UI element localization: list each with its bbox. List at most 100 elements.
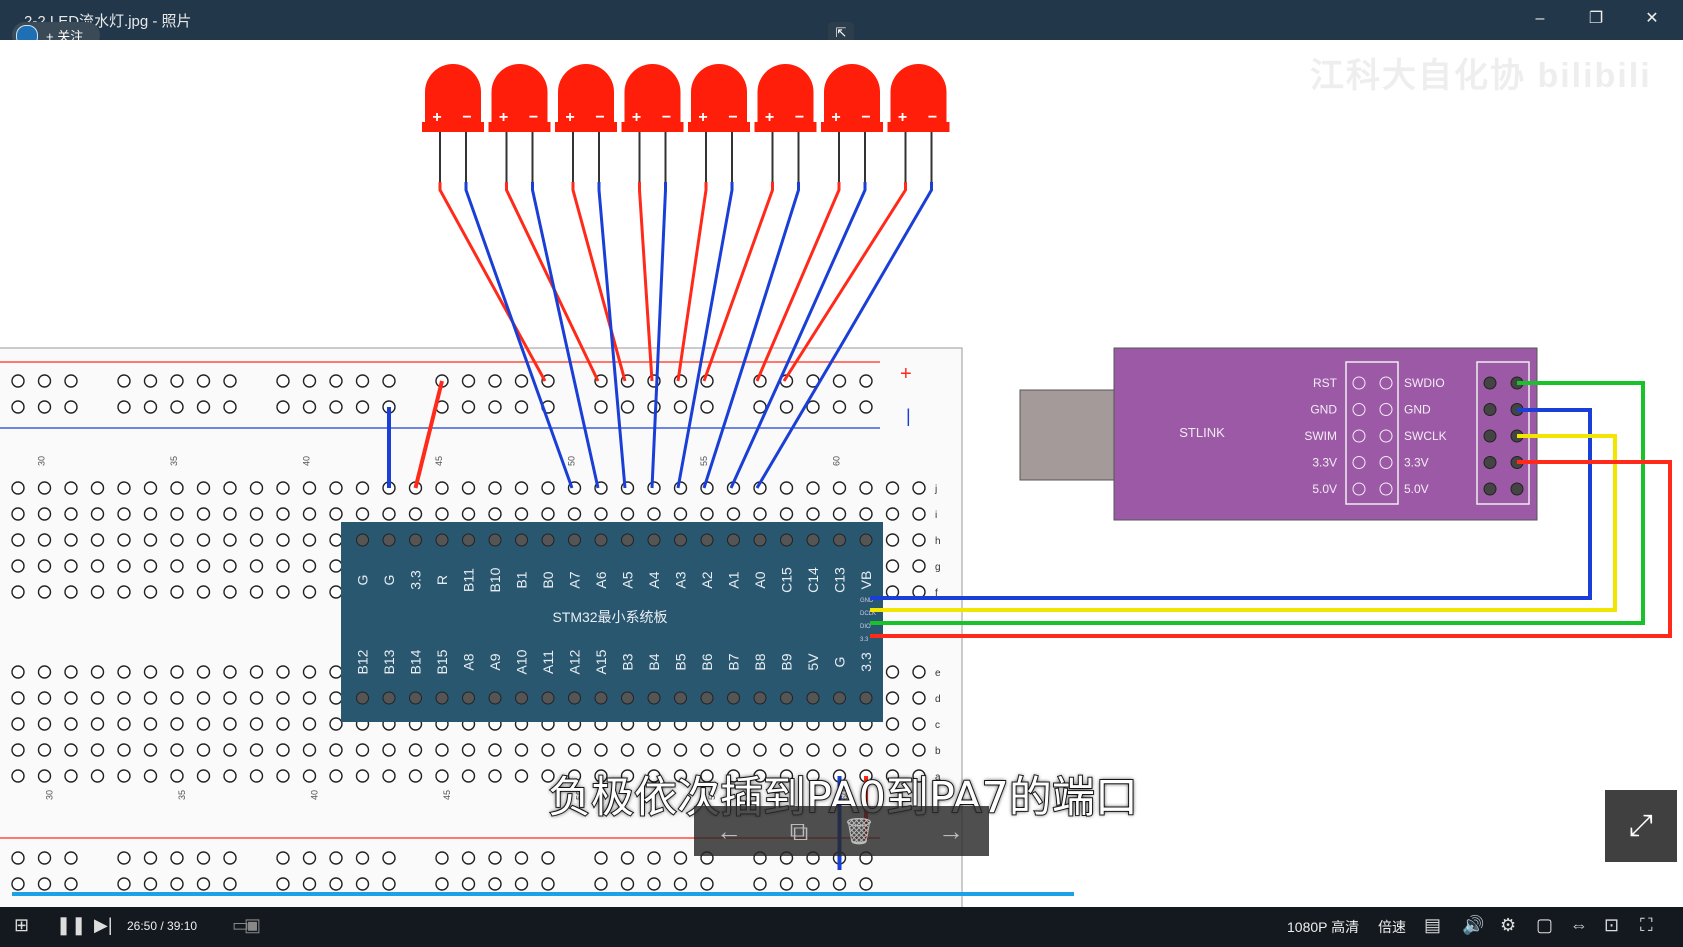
rail-hole bbox=[329, 400, 343, 414]
copy-icon[interactable]: ⧉ bbox=[789, 816, 809, 846]
widescreen-icon[interactable]: ⇔ bbox=[1570, 915, 1588, 935]
stlink-name: STLINK bbox=[1179, 425, 1225, 440]
breadboard-hole bbox=[90, 481, 105, 495]
board-pin bbox=[594, 533, 608, 547]
breadboard-hole bbox=[647, 769, 661, 783]
progress-bar[interactable] bbox=[12, 892, 1672, 896]
prev-arrow-icon[interactable]: ← bbox=[716, 816, 742, 846]
breadboard-hole bbox=[594, 507, 608, 521]
windows-start-icon[interactable]: ⊞ bbox=[14, 915, 30, 935]
rail-hole bbox=[620, 877, 635, 891]
breadboard-hole bbox=[223, 533, 237, 547]
rail-hole bbox=[753, 400, 767, 414]
folder-icon[interactable]: ▭ bbox=[232, 915, 250, 935]
rail-hole bbox=[170, 400, 184, 414]
board-pin bbox=[674, 691, 687, 705]
row-letter: h bbox=[935, 536, 941, 547]
rail-hole bbox=[329, 851, 343, 865]
breadboard-hole bbox=[912, 665, 926, 679]
stlink-left-label: 5.0V bbox=[1312, 482, 1337, 496]
rail-hole bbox=[514, 374, 529, 388]
rail-hole bbox=[37, 851, 52, 865]
stlink-out-pin bbox=[1483, 403, 1497, 416]
quality-selector[interactable]: 1080P 高清 bbox=[1287, 919, 1360, 935]
breadboard-hole bbox=[514, 743, 529, 757]
breadboard-hole bbox=[329, 507, 343, 521]
delete-icon[interactable]: 🗑 bbox=[842, 816, 876, 846]
breadboard-hole bbox=[832, 743, 847, 757]
board-bottom-pin-label: B15 bbox=[434, 649, 450, 674]
rail-hole bbox=[117, 877, 131, 891]
rail-hole bbox=[302, 877, 317, 891]
breadboard-hole bbox=[223, 769, 237, 783]
danmaku-icon[interactable]: ▤ bbox=[1424, 915, 1442, 935]
board-pin bbox=[382, 691, 396, 705]
vcc-jumper-wire bbox=[413, 380, 444, 489]
breadboard-hole bbox=[117, 533, 131, 547]
minimize-button[interactable]: – bbox=[1535, 10, 1545, 27]
breadboard-hole bbox=[541, 481, 555, 495]
led-minus-wire bbox=[464, 182, 574, 489]
breadboard-hole bbox=[117, 665, 131, 679]
breadboard-hole bbox=[329, 481, 343, 495]
rail-hole bbox=[196, 374, 211, 388]
rail-hole bbox=[461, 374, 476, 388]
breadboard-hole bbox=[912, 481, 926, 495]
next-episode-icon[interactable]: ▶| bbox=[94, 915, 113, 935]
webfullscreen-icon[interactable]: ⊡ bbox=[1604, 915, 1620, 935]
close-button[interactable]: ✕ bbox=[1645, 10, 1659, 27]
board-pin bbox=[780, 533, 793, 547]
stm32-board bbox=[341, 522, 883, 722]
stlink-usb-plug bbox=[1019, 389, 1116, 481]
breadboard-hole bbox=[594, 769, 608, 783]
breadboard-hole bbox=[779, 743, 794, 757]
settings-icon[interactable]: ⚙ bbox=[1500, 915, 1517, 935]
stlink-left-label: RST bbox=[1313, 376, 1338, 390]
breadboard-hole bbox=[37, 585, 52, 599]
breadboard-hole bbox=[885, 691, 900, 705]
crop-icon[interactable]: ⇱ bbox=[828, 22, 854, 44]
breadboard-hole bbox=[673, 769, 688, 783]
led-body bbox=[824, 64, 880, 130]
breadboard-hole bbox=[567, 507, 582, 521]
rail-hole bbox=[806, 877, 820, 891]
board-pin bbox=[806, 691, 820, 705]
pause-icon[interactable]: ❚❚ bbox=[56, 915, 87, 935]
pip-icon[interactable]: ▢ bbox=[1536, 915, 1554, 935]
breadboard-hole bbox=[143, 481, 158, 495]
speed-selector[interactable]: 倍速 bbox=[1378, 919, 1406, 935]
breadboard-hole bbox=[223, 507, 237, 521]
breadboard-hole bbox=[117, 717, 131, 731]
led-minus-label: − bbox=[928, 109, 937, 126]
breadboard-hole bbox=[806, 481, 820, 495]
rail-hole bbox=[117, 400, 131, 414]
restore-button[interactable]: ❐ bbox=[1588, 10, 1604, 27]
next-arrow-icon[interactable]: → bbox=[938, 816, 964, 846]
fullscreen-icon[interactable]: ⛶ bbox=[1640, 915, 1653, 935]
column-number: 50 bbox=[575, 790, 585, 800]
column-number: 35 bbox=[177, 790, 187, 800]
led-plus-wire bbox=[755, 182, 841, 382]
circuit-diagram: +|3030353540404545505055556060jihgfedcba… bbox=[0, 64, 1672, 907]
breadboard-hole bbox=[726, 507, 741, 521]
board-top-pin-label: B0 bbox=[540, 571, 556, 588]
column-number: 45 bbox=[442, 790, 452, 800]
breadboard-hole bbox=[170, 507, 184, 521]
breadboard-hole bbox=[11, 533, 25, 547]
swd-wire bbox=[870, 408, 1592, 600]
row-letter: i bbox=[935, 510, 937, 521]
rail-hole bbox=[170, 374, 184, 388]
breadboard-hole bbox=[302, 665, 317, 679]
photos-app-icon[interactable]: ▣ bbox=[244, 915, 262, 935]
breadboard-hole bbox=[64, 481, 78, 495]
breadboard-hole bbox=[912, 743, 926, 757]
board-bottom-pin-label: B14 bbox=[408, 649, 424, 674]
board-top-pin-label: A3 bbox=[673, 571, 689, 588]
rail-hole bbox=[170, 877, 184, 891]
led-minus-wire bbox=[531, 182, 600, 489]
expand-icon[interactable]: ⤢ bbox=[1605, 790, 1677, 862]
board-pin bbox=[541, 691, 555, 705]
board-bottom-pin-label: 5V bbox=[805, 653, 821, 671]
volume-icon[interactable]: 🔊 bbox=[1462, 915, 1485, 935]
breadboard-hole bbox=[90, 533, 105, 547]
